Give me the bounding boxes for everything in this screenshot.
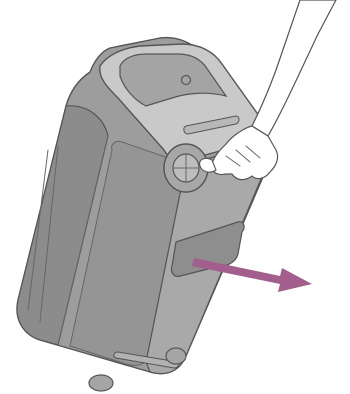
foot-left-icon (89, 375, 113, 391)
hand-forearm (252, 0, 336, 136)
foot-right-icon (166, 348, 186, 364)
